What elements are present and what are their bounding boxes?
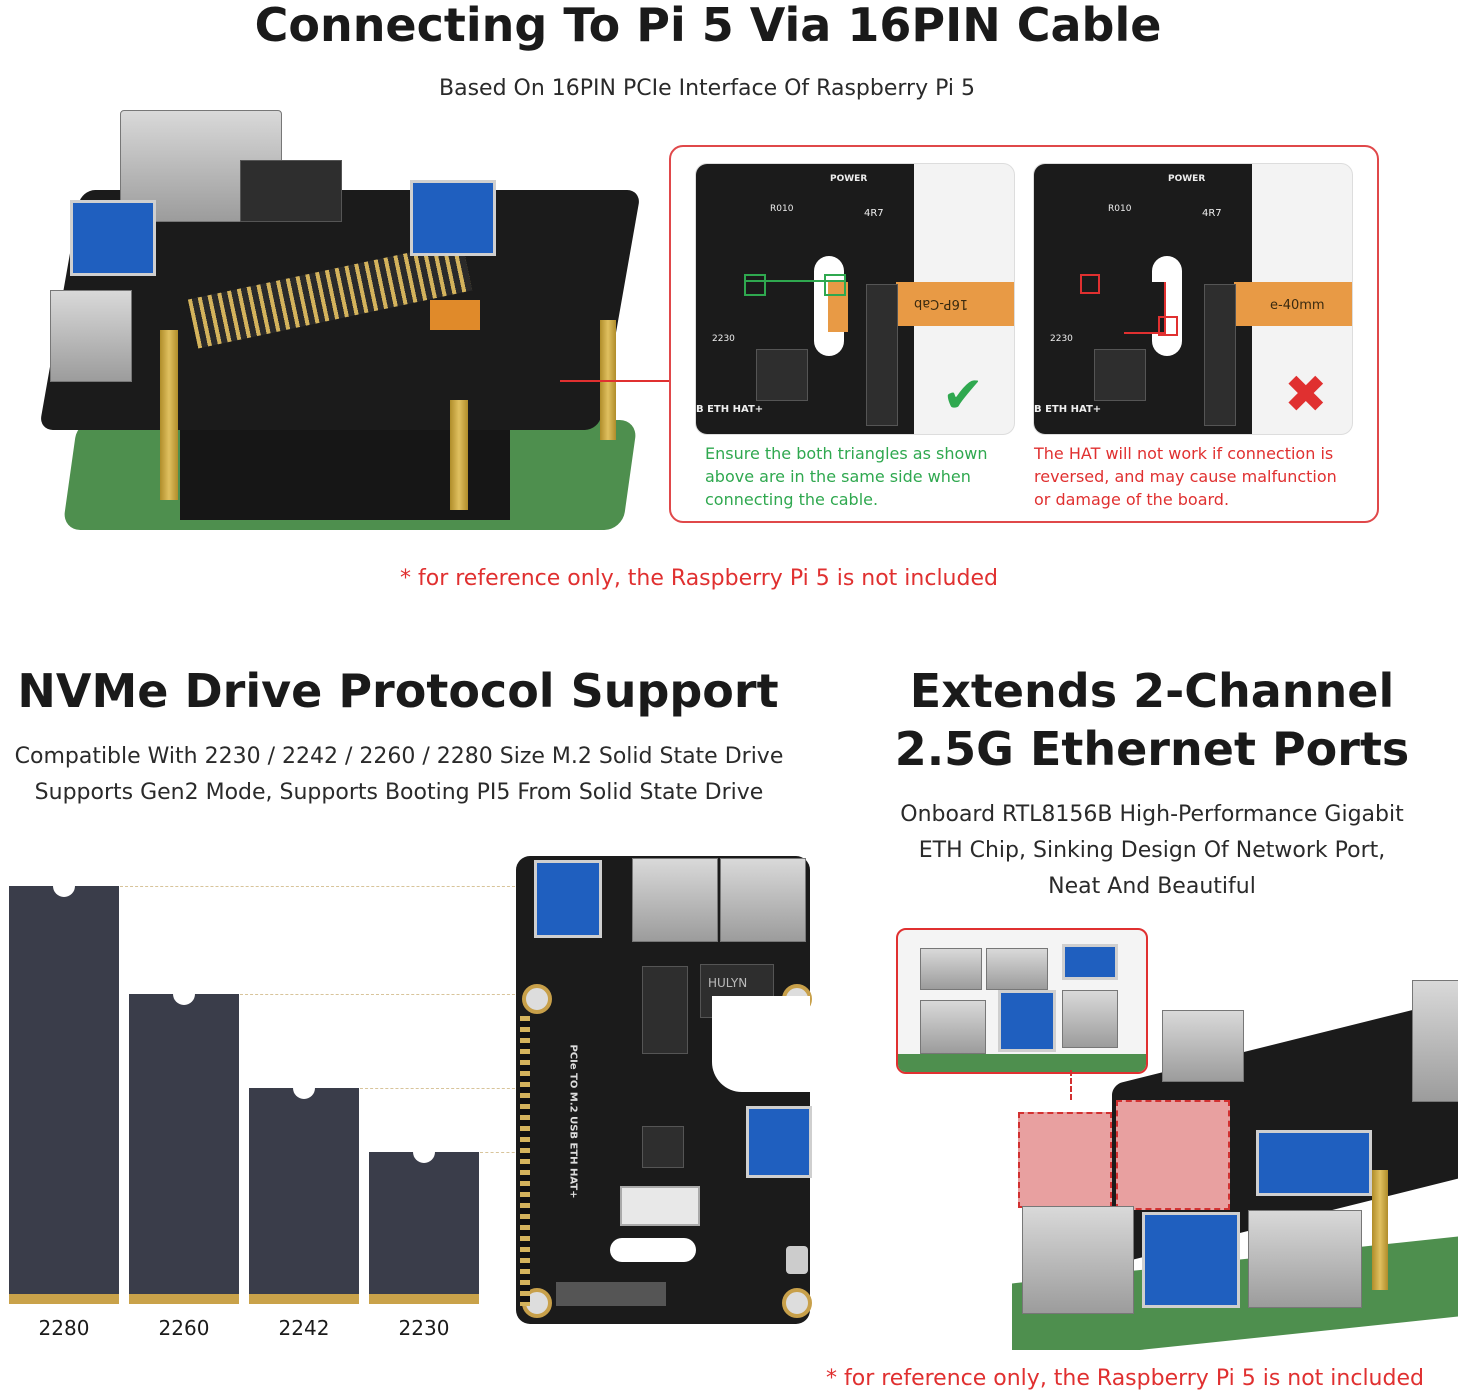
size-label-2230: 2230	[398, 1316, 450, 1340]
hat-board-top-view: HULYN PCIe TO M.2 USB ETH HAT+	[516, 856, 812, 1324]
tile-eth-label: B ETH HAT+	[696, 404, 764, 415]
tile-r010-label: R010	[770, 204, 794, 214]
tile-eth-label-2: B ETH HAT+	[1034, 404, 1102, 415]
section1-title: Connecting To Pi 5 Via 16PIN Cable	[254, 0, 1162, 52]
cable-orientation-panel: 16P-Cab POWER R010 4R7 2230 B ETH HAT+ ✔…	[669, 145, 1379, 523]
section3-subtitle-line-3: Neat And Beautiful	[1048, 874, 1256, 899]
checkmark-icon: ✔	[942, 366, 984, 424]
ssd-2280	[9, 875, 119, 1304]
correct-caption-line-3: connecting the cable.	[705, 490, 879, 509]
section1-reference-note: * for reference only, the Raspberry Pi 5…	[400, 566, 998, 591]
cable-label-right: e-40mm	[1270, 298, 1325, 313]
usb-port-top	[1256, 1130, 1372, 1196]
wrong-caption-line-1: The HAT will not work if connection is	[1034, 444, 1334, 463]
eth-port-2	[1116, 1100, 1230, 1210]
ssd-2230	[369, 1141, 479, 1304]
section3-reference-note: * for reference only, the Raspberry Pi 5…	[826, 1366, 1424, 1391]
size-label-2242: 2242	[278, 1316, 330, 1340]
wrong-caption-line-2: reversed, and may cause malfunction	[1034, 467, 1337, 486]
hat-on-pi-photo	[38, 100, 642, 550]
section3-title-line-1: Extends 2-Channel	[909, 664, 1395, 718]
tile-4r7-label-2: 4R7	[1202, 208, 1222, 219]
section3-subtitle-line-1: Onboard RTL8156B High-Performance Gigabi…	[900, 802, 1404, 827]
board-chip-label: HULYN	[708, 976, 748, 990]
correct-connection-image: 16P-Cab POWER R010 4R7 2230 B ETH HAT+ ✔	[695, 163, 1015, 435]
tile-power-label-2: POWER	[1168, 174, 1206, 184]
eth-chip-1	[642, 966, 688, 1054]
size-label-2280: 2280	[38, 1316, 90, 1340]
callout-connector-line	[560, 380, 670, 382]
tile-2230-label-2: 2230	[1050, 334, 1073, 344]
stacked-pi-photo	[1012, 980, 1458, 1350]
ssd-2260	[129, 983, 239, 1304]
section2-title: NVMe Drive Protocol Support	[17, 664, 779, 718]
ports-inset-photo	[896, 928, 1148, 1074]
wrong-caption-line-3: or damage of the board.	[1034, 490, 1230, 509]
cross-icon: ✖	[1284, 365, 1328, 425]
board-silkscreen-label: PCIe TO M.2 USB ETH HAT+	[567, 1044, 579, 1199]
tile-4r7-label: 4R7	[864, 208, 884, 219]
tile-2230-label: 2230	[712, 334, 735, 344]
eth-port-1	[1018, 1112, 1112, 1208]
inset-connector-line	[1070, 1070, 1074, 1100]
size-label-2260: 2260	[158, 1316, 210, 1340]
section2-subtitle-line-1: Compatible With 2230 / 2242 / 2260 / 228…	[14, 744, 784, 769]
section3-subtitle-line-2: ETH Chip, Sinking Design Of Network Port…	[918, 838, 1386, 863]
tile-power-label: POWER	[830, 174, 868, 184]
section1-subtitle: Based On 16PIN PCIe Interface Of Raspber…	[439, 76, 975, 101]
correct-caption-line-1: Ensure the both triangles as shown	[705, 444, 988, 463]
ssd-2242	[249, 1077, 359, 1304]
tile-r010-label-2: R010	[1108, 204, 1132, 214]
section3-title-line-2: 2.5G Ethernet Ports	[894, 722, 1410, 776]
section2-subtitle-line-2: Supports Gen2 Mode, Supports Booting PI5…	[34, 780, 764, 805]
wrong-connection-image: e-40mm POWER R010 4R7 2230 B ETH HAT+ ✖	[1033, 163, 1353, 435]
correct-caption-line-2: above are in the same side when	[705, 467, 971, 486]
cable-label-left: 16P-Cab	[914, 296, 969, 311]
